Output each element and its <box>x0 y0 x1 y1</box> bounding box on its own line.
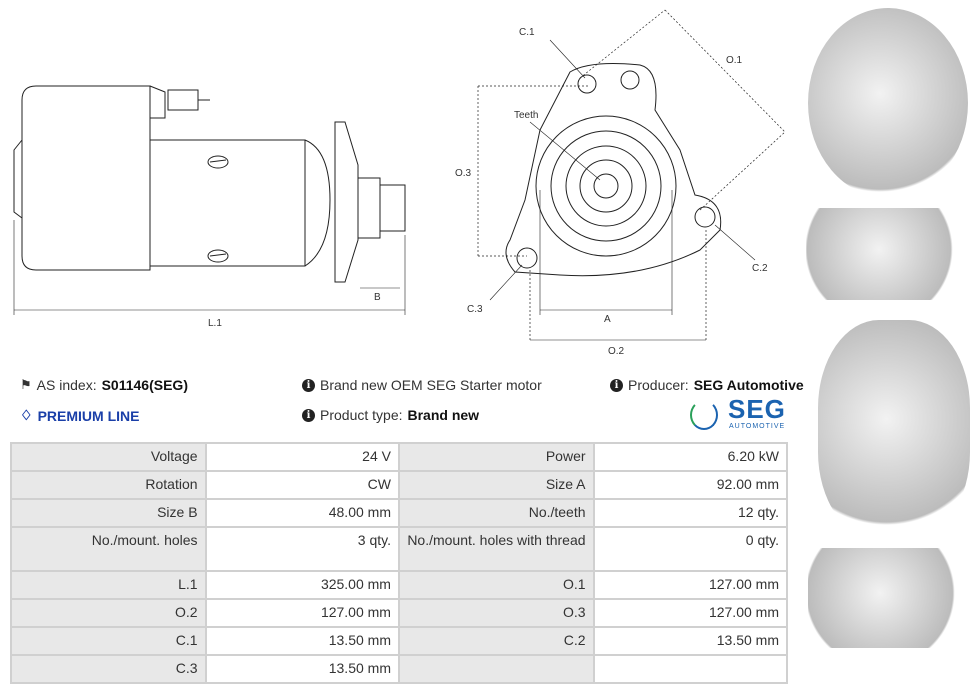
seg-automotive-logo: SEG AUTOMOTIVE <box>690 394 790 432</box>
producer: i Producer: SEG Automotive <box>610 377 804 393</box>
product-photo-side[interactable] <box>806 208 968 300</box>
logo-text: SEG <box>728 394 786 424</box>
spec-value: 0 qty. <box>592 526 789 572</box>
spec-value: CW <box>204 470 400 500</box>
spec-label <box>397 654 595 684</box>
product-photo-front[interactable] <box>808 8 968 198</box>
product-photo-rear[interactable] <box>818 320 970 540</box>
spec-label: C.2 <box>397 626 595 656</box>
spec-label: Power <box>397 442 595 472</box>
logo-subtext: AUTOMOTIVE <box>729 423 786 430</box>
logo-arc-icon <box>690 400 718 430</box>
label-o2: O.2 <box>608 346 625 357</box>
spec-value: 92.00 mm <box>592 470 789 500</box>
diamond-icon: ♢ <box>20 407 33 423</box>
product-type-label: Product type: <box>320 407 403 423</box>
label-c3: C.3 <box>467 304 483 315</box>
spec-value: 13.50 mm <box>204 654 400 684</box>
as-index-label: AS index: <box>36 377 97 393</box>
spec-label: No./teeth <box>397 498 595 528</box>
info-icon: i <box>302 378 315 392</box>
tag-icon: ⚑ <box>20 377 32 392</box>
front-view-drawing: C.1 Teeth O.1 O.3 C.2 C.3 A O.2 <box>455 9 786 357</box>
spec-label: No./mount. holes <box>10 526 207 572</box>
premium-line-badge: ♢ PREMIUM LINE <box>20 407 139 424</box>
spec-value: 6.20 kW <box>592 442 789 472</box>
spec-value: 3 qty. <box>204 526 400 572</box>
description: i Brand new OEM SEG Starter motor <box>302 377 542 393</box>
technical-drawing: L.1 B C.1 Teeth O.1 O.3 C.2 C.3 A O.2 <box>13 9 786 357</box>
label-b: B <box>374 292 381 303</box>
spec-label: Rotation <box>10 470 207 500</box>
spec-value: 12 qty. <box>592 498 789 528</box>
as-index-value: S01146(SEG) <box>101 377 188 393</box>
spec-value: 127.00 mm <box>204 598 400 628</box>
spec-label: Size B <box>10 498 207 528</box>
spec-value: 13.50 mm <box>204 626 400 656</box>
label-o3: O.3 <box>455 168 472 179</box>
spec-value: 48.00 mm <box>204 498 400 528</box>
spec-label: Voltage <box>10 442 207 472</box>
premium-label: PREMIUM LINE <box>37 407 140 424</box>
spec-value: 13.50 mm <box>592 626 789 656</box>
spec-value: 127.00 mm <box>592 598 789 628</box>
description-text: Brand new OEM SEG Starter motor <box>320 377 542 393</box>
as-index: ⚑ AS index: S01146(SEG) <box>20 377 188 393</box>
spec-label: C.1 <box>10 626 207 656</box>
producer-label: Producer: <box>628 377 689 393</box>
spec-value: 325.00 mm <box>204 570 400 600</box>
spec-label: O.2 <box>10 598 207 628</box>
spec-label: C.3 <box>10 654 207 684</box>
spec-value: 127.00 mm <box>592 570 789 600</box>
label-a: A <box>604 314 611 325</box>
label-c1: C.1 <box>519 27 535 38</box>
spec-label: L.1 <box>10 570 207 600</box>
spec-label: No./mount. holes with thread <box>397 526 595 572</box>
side-view-drawing: L.1 B <box>13 85 406 329</box>
label-c2: C.2 <box>752 263 768 274</box>
spec-label: O.3 <box>397 598 595 628</box>
info-icon: i <box>610 378 623 392</box>
spec-label: O.1 <box>397 570 595 600</box>
label-l1: L.1 <box>208 318 222 329</box>
product-type-value: Brand new <box>407 407 480 423</box>
spec-value: 24 V <box>204 442 400 472</box>
spec-value <box>592 654 789 684</box>
product-photo-side-2[interactable] <box>808 548 968 648</box>
info-icon: i <box>302 408 315 422</box>
label-teeth: Teeth <box>514 110 538 121</box>
producer-value: SEG Automotive <box>693 377 804 393</box>
label-o1: O.1 <box>726 55 743 66</box>
spec-label: Size A <box>397 470 595 500</box>
product-type: i Product type: Brand new <box>302 407 479 423</box>
